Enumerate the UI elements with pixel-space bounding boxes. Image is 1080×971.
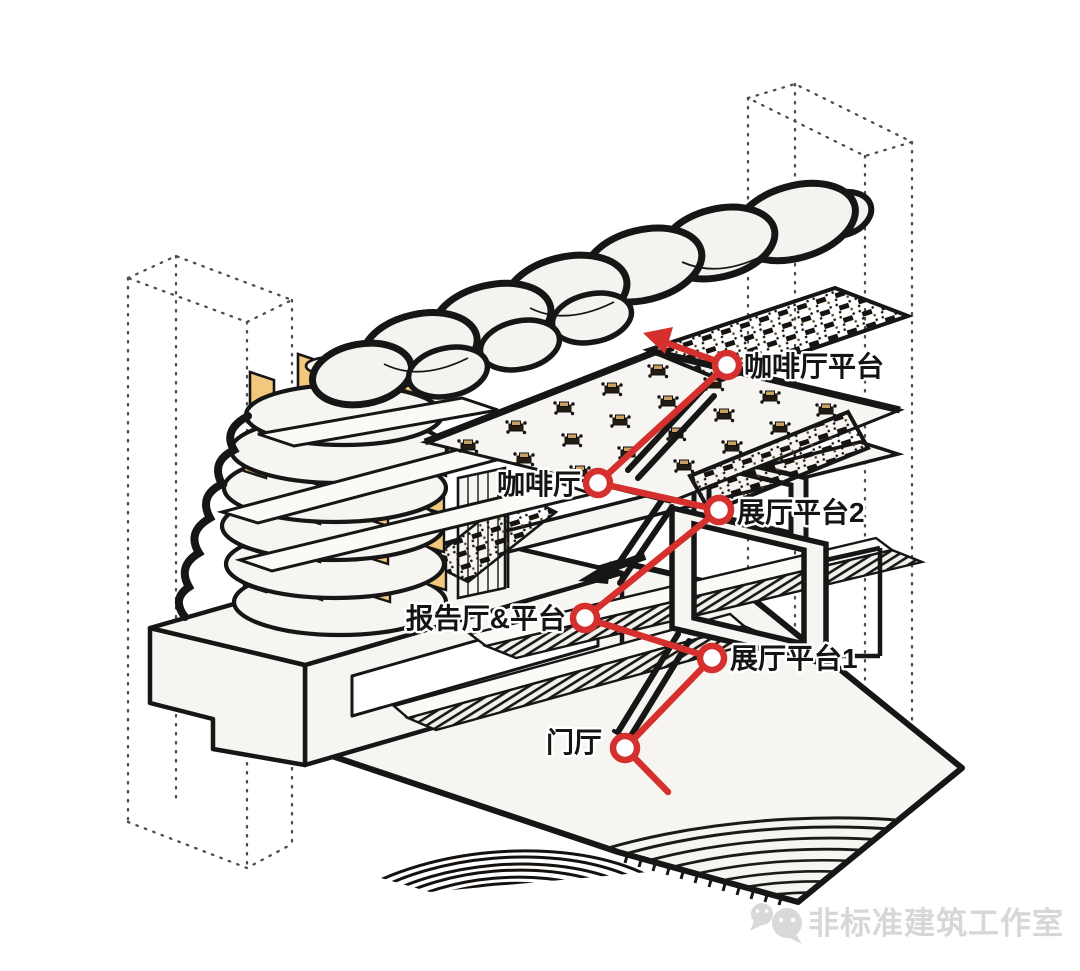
stepped-edge [623,855,783,906]
seating-tier-mid [687,409,871,515]
node-cafe-platform [711,349,743,381]
label-cafe-platform: 咖啡厅平台 [744,350,884,382]
node-exhibit-platform-2 [703,494,735,526]
label-exhibit-platform-1: 展厅平台1 [730,642,858,674]
watermark-text: 非标准建筑工作室 [808,906,1064,941]
tower-left-silhouette [175,412,252,621]
label-cafe: 咖啡厅 [497,469,581,500]
label-exhibit-platform-2: 展厅平台2 [737,496,865,528]
label-lecture-hall-platform: 报告厅&平台 [406,602,566,634]
direction-arrow-black [578,552,647,584]
node-cafe [582,467,614,499]
route-arrowhead [643,327,673,354]
node-foyer [609,732,641,764]
route-path [581,335,731,796]
studio-watermark: 非标准建筑工作室 [750,903,1064,944]
node-exhibit-platform-1 [696,642,728,674]
wechat-chat-bubbles-icon [750,903,802,944]
route-labels: 门厅 展厅平台1 报告厅&平台 展厅平台2 咖啡厅 咖啡厅平台 [403,348,886,761]
cloud-canopy [308,179,875,409]
node-lecture-hall-platform [569,602,601,634]
amphitheater-arcs [460,816,1010,900]
spiral-bookshelf-tower [175,345,598,638]
circulation-route [569,327,743,796]
label-foyer: 门厅 [546,727,602,758]
